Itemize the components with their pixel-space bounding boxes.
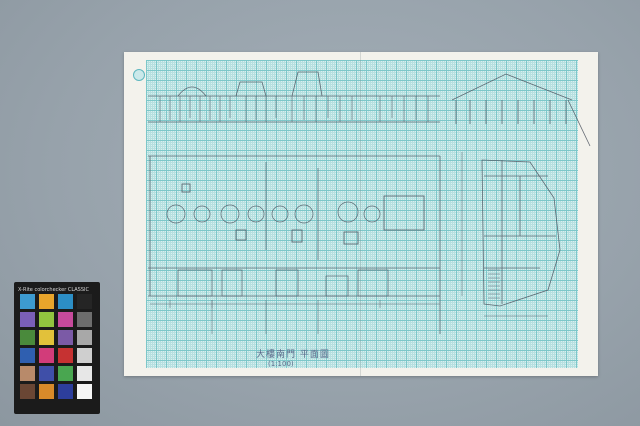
color-patch [20,384,35,399]
color-patch [39,330,54,345]
color-patch [77,348,92,363]
color-patch [39,366,54,381]
color-patch [77,384,92,399]
color-patch [20,294,35,309]
color-patch [20,348,35,363]
plan-fixtures [181,183,425,245]
color-patch [39,294,54,309]
color-checker-brand: X-Rite colorchecker CLASSIC [18,287,89,293]
elevation-tower [291,71,323,97]
color-patch [39,384,54,399]
color-patch [77,312,92,327]
color-patch [20,312,35,327]
plan-dimension-ticks [150,300,440,334]
registration-circle-icon [133,69,145,81]
color-patch [58,294,73,309]
color-patch [77,294,92,309]
color-patch [58,384,73,399]
color-patch [58,312,73,327]
color-patch [20,366,35,381]
drawing-title: 大樓南門 平面圖 [256,350,330,360]
color-patch [58,366,73,381]
paper-fold-line [360,52,361,376]
color-patch [58,330,73,345]
color-patch [77,366,92,381]
color-patch [20,330,35,345]
graph-paper-grid [146,60,578,368]
drawing-scale: (1:100) [268,360,294,368]
color-patch [58,348,73,363]
elevation-gable [235,81,267,97]
right-wing-outline [481,159,561,307]
side-elevation-roof [451,73,573,101]
plan-column-circles [166,201,381,224]
elevation-arch-left [177,86,207,97]
color-patch [39,312,54,327]
side-elevation-eave [567,99,591,147]
plan-room-dividers [177,162,389,297]
elevation-columns [159,96,429,122]
color-patch [39,348,54,363]
stairs-hatch [488,269,500,299]
color-patch [77,330,92,345]
color-checker-patches [20,294,92,399]
